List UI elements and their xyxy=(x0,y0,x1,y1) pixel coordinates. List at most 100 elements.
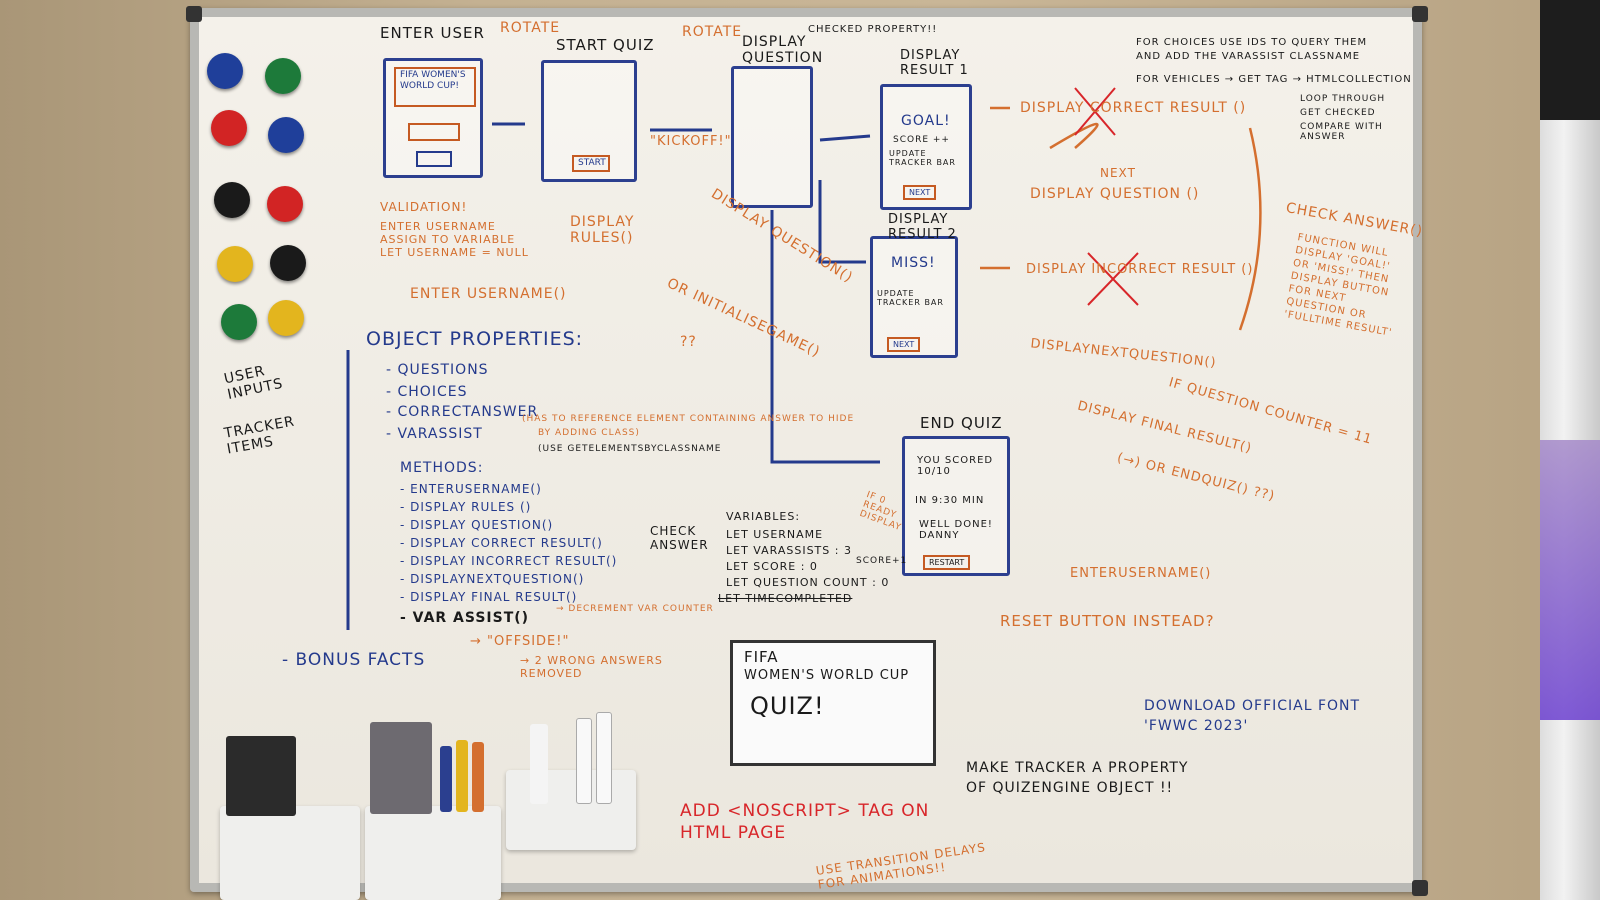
wrong-answers-note: → 2 WRONG ANSWERS REMOVED xyxy=(520,654,663,680)
display-next-question-fn: DISPLAY QUESTION () xyxy=(1030,186,1200,202)
cross-line xyxy=(1049,122,1099,150)
variable-item: LET QUESTION COUNT : 0 xyxy=(726,576,890,589)
display-question-label: DISPLAY QUESTION xyxy=(742,34,824,66)
eraser xyxy=(370,722,432,814)
varassist-note: (USE GETELEMENTSBYCLASSNAME xyxy=(538,444,722,454)
next-button-box: NEXT xyxy=(903,185,937,200)
magnet xyxy=(265,58,301,94)
checked-property-label: CHECKED PROPERTY!! xyxy=(808,24,938,35)
magnet xyxy=(267,186,303,222)
magnet xyxy=(221,304,257,340)
score-text: YOU SCORED 10/10 xyxy=(917,455,994,477)
magnet xyxy=(270,245,306,281)
quiz-title-box xyxy=(730,640,936,766)
method-item: - DISPLAYNEXTQUESTION() xyxy=(400,572,585,586)
quiz-title-line: FIFA xyxy=(744,648,779,666)
magnet xyxy=(268,300,304,336)
reset-button-note: RESET BUTTON INSTEAD? xyxy=(1000,612,1215,630)
display-rules-fn: DISPLAY RULES() xyxy=(570,214,635,246)
marker-pen xyxy=(596,712,612,804)
marker-pen xyxy=(472,742,484,812)
marker-tray xyxy=(365,806,501,900)
note-vehicles: FOR VEHICLES → GET TAG → HTMLCOLLECTION xyxy=(1136,74,1412,85)
magnet xyxy=(217,246,253,282)
start-button-box: START xyxy=(572,155,610,172)
display-result-2-label: DISPLAY RESULT 2 xyxy=(888,212,957,242)
variable-item: LET SCORE : 0 xyxy=(726,560,818,573)
end-quiz-label: END QUIZ xyxy=(920,414,1003,432)
rotate-label: ROTATE xyxy=(500,20,561,36)
methods-heading: METHODS: xyxy=(400,460,484,476)
method-item: - DISPLAY FINAL RESULT() xyxy=(400,590,578,604)
check-answer-side-note: CHECK ANSWER xyxy=(650,524,709,552)
restart-button-box: RESTART xyxy=(923,555,971,570)
result-1-screen: GOAL! SCORE ++ UPDATE TRACKER BAR NEXT xyxy=(880,84,972,210)
note-choices: FOR CHOICES USE IDS TO QUERY THEM AND AD… xyxy=(1136,37,1368,62)
eraser xyxy=(226,736,296,816)
cross-out xyxy=(1074,87,1116,136)
add-noscript-note: ADD <NOSCRIPT> TAG ON HTML PAGE xyxy=(680,801,930,843)
magnet xyxy=(211,110,247,146)
magnet xyxy=(214,182,250,218)
goal-text: GOAL! xyxy=(901,113,951,129)
well-done-text: WELL DONE! DANNY xyxy=(919,519,993,541)
spray-bottle xyxy=(530,724,548,804)
magnet xyxy=(268,117,304,153)
display-correct-result-fn: DISPLAY CORRECT RESULT () xyxy=(1020,100,1247,116)
end-quiz-screen: YOU SCORED 10/10 IN 9:30 MIN WELL DONE! … xyxy=(902,436,1010,576)
next-button-box: NEXT xyxy=(887,337,921,352)
magnet xyxy=(207,53,243,89)
time-text: IN 9:30 MIN xyxy=(915,495,985,506)
bonus-facts: - BONUS FACTS xyxy=(282,650,426,670)
note-checked: GET CHECKED xyxy=(1300,108,1376,118)
object-properties-heading: OBJECT PROPERTIES: xyxy=(366,328,584,350)
note-loop: LOOP THROUGH xyxy=(1300,94,1386,104)
variables-heading: VARIABLES: xyxy=(726,510,801,523)
marker-pen xyxy=(440,746,452,812)
download-font-note: DOWNLOAD OFFICIAL FONT 'FWWC 2023' xyxy=(1144,698,1361,734)
offside-note: → "OFFSIDE!" xyxy=(470,634,570,649)
welcome-title-box: FIFA WOMEN'S WORLD CUP! xyxy=(394,67,476,107)
method-item: - DISPLAY CORRECT RESULT() xyxy=(400,536,603,550)
question-screen xyxy=(731,66,813,208)
property-choices: - CHOICES xyxy=(386,384,468,400)
note-compare: COMPARE WITH ANSWER xyxy=(1300,122,1383,142)
validation-note: VALIDATION! xyxy=(380,200,468,214)
bracket xyxy=(1238,127,1262,331)
next-label: NEXT xyxy=(1100,166,1136,180)
cross-out xyxy=(1087,252,1139,306)
result-2-screen: MISS! UPDATE TRACKER BAR NEXT xyxy=(870,236,958,358)
enter-user-label: ENTER USER xyxy=(380,24,485,42)
update-tracker-text: UPDATE TRACKER BAR xyxy=(877,289,944,307)
make-tracker-note: MAKE TRACKER A PROPERTY OF QUIZENGINE OB… xyxy=(966,760,1189,796)
arrow xyxy=(819,134,871,142)
marker-pen xyxy=(456,740,468,812)
variable-item: LET TIMECOMPLETED xyxy=(718,592,853,605)
rotate-label: ROTATE xyxy=(682,24,743,40)
purple-light xyxy=(1540,440,1600,720)
arrow xyxy=(770,210,880,464)
enter-username-note: ENTER USERNAME ASSIGN TO VARIABLE LET US… xyxy=(380,220,529,259)
variable-item: LET USERNAME xyxy=(726,528,824,541)
property-correctanswer: - CORRECTANSWER xyxy=(386,404,539,420)
method-item: - VAR ASSIST() xyxy=(400,610,530,626)
start-quiz-screen: START xyxy=(541,60,637,182)
method-item: - DISPLAY INCORRECT RESULT() xyxy=(400,554,618,568)
enter-user-screen: FIFA WOMEN'S WORLD CUP! xyxy=(383,58,483,178)
arrow xyxy=(818,180,866,264)
method-item: - DISPLAY QUESTION() xyxy=(400,518,554,532)
board-corner xyxy=(186,6,202,22)
enter-username-fn: ENTER USERNAME() xyxy=(410,286,567,302)
decrement-note: → DECREMENT VAR COUNTER xyxy=(556,604,714,614)
marker-tray xyxy=(220,806,360,900)
marker-pen xyxy=(576,718,592,804)
variable-item: LET VARASSISTS : 3 xyxy=(726,544,852,557)
check-answer-note: FUNCTION WILL DISPLAY 'GOAL!' OR 'MISS!'… xyxy=(1283,232,1394,339)
method-item: - DISPLAY RULES () xyxy=(400,500,532,514)
board-corner xyxy=(1412,880,1428,896)
miss-text: MISS! xyxy=(891,255,936,271)
kickoff-label: "KICKOFF!" xyxy=(650,134,732,149)
question-marks: ?? xyxy=(680,334,697,350)
board-corner xyxy=(1412,6,1428,22)
